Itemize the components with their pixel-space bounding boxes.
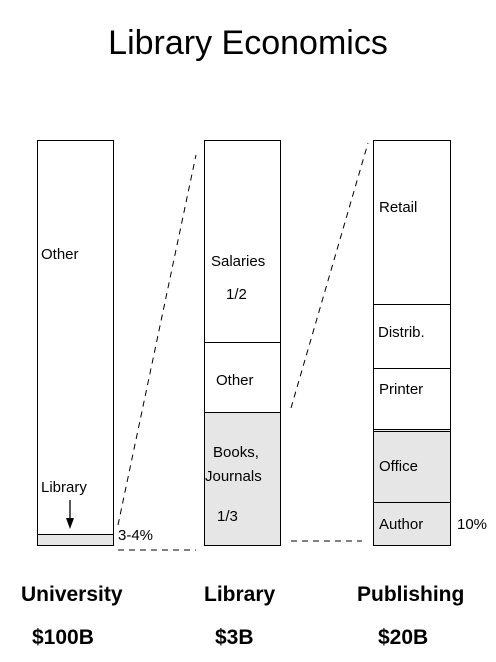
page-title: Library Economics xyxy=(108,24,388,62)
university-zoom-line-top xyxy=(117,154,197,526)
university-library-segment xyxy=(38,534,113,545)
publishing-printer-segment xyxy=(374,368,450,429)
publishing-author-label: Author xyxy=(379,516,424,533)
publishing-bar xyxy=(373,140,451,546)
university-header: University xyxy=(21,583,123,606)
publishing-author-share: 10% xyxy=(457,516,488,533)
library-salaries-share: 1/2 xyxy=(226,286,247,303)
publishing-office-segment xyxy=(374,429,450,502)
university-library-label: Library xyxy=(41,479,87,496)
publishing-distrib-label: Distrib. xyxy=(378,324,425,341)
library-amount: $3B xyxy=(215,626,254,649)
library-books-label: Books, xyxy=(213,444,259,461)
publishing-author-segment xyxy=(374,502,450,545)
library-books-share: 1/3 xyxy=(217,508,238,525)
university-other-label: Other xyxy=(41,246,79,263)
publishing-office-label: Office xyxy=(379,458,418,475)
library-books-segment xyxy=(205,412,280,545)
university-amount: $100B xyxy=(32,626,94,649)
publishing-printer-label: Printer xyxy=(379,381,424,398)
library-other-segment xyxy=(205,342,280,412)
library-bar xyxy=(204,140,281,546)
library-journals-label: Journals xyxy=(205,468,262,485)
library-zoom-line-top xyxy=(290,142,369,409)
down-arrow-icon xyxy=(66,500,74,529)
publishing-amount: $20B xyxy=(378,626,429,649)
library-salaries-label: Salaries xyxy=(211,253,266,270)
publishing-retail-label: Retail xyxy=(379,199,418,216)
publishing-header: Publishing xyxy=(357,583,465,606)
library-header: Library xyxy=(204,583,276,606)
publishing-distrib-segment xyxy=(374,304,450,368)
university-share-label: 3-4% xyxy=(118,527,154,544)
library-other-label: Other xyxy=(216,372,254,389)
university-bar xyxy=(37,140,114,546)
